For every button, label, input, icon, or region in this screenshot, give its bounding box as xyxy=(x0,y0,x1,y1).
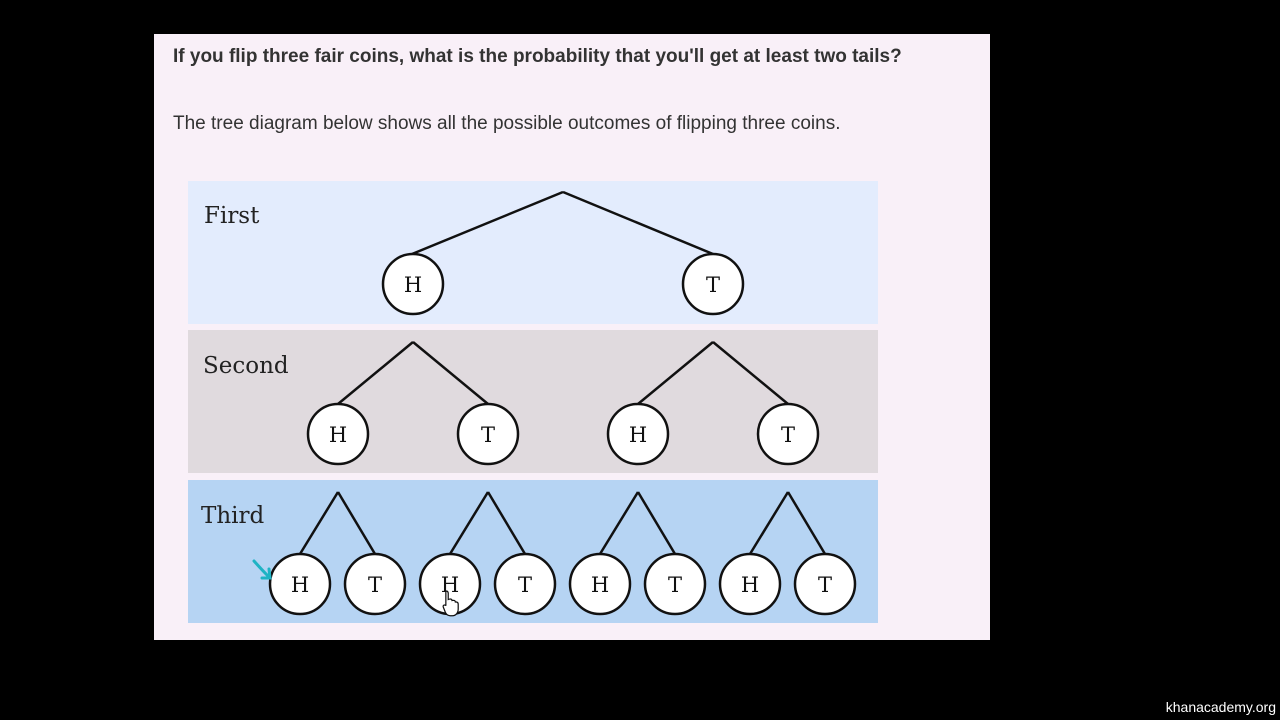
node-second-4: T xyxy=(756,402,820,466)
svg-text:T: T xyxy=(706,273,720,297)
node-third-4: T xyxy=(493,552,557,616)
annotation-arrow-icon xyxy=(252,559,272,580)
svg-text:H: H xyxy=(291,573,309,597)
node-third-6: T xyxy=(643,552,707,616)
svg-text:T: T xyxy=(368,573,382,597)
branches-third xyxy=(298,491,827,555)
node-third-3: H xyxy=(418,552,482,616)
node-third-5: H xyxy=(568,552,632,616)
svg-text:H: H xyxy=(741,573,759,597)
node-first-1: H xyxy=(381,252,445,316)
node-first-2: T xyxy=(681,252,745,316)
svg-text:H: H xyxy=(591,573,609,597)
node-third-7: H xyxy=(718,552,782,616)
node-second-2: T xyxy=(456,402,520,466)
svg-text:T: T xyxy=(481,423,495,447)
svg-text:H: H xyxy=(629,423,647,447)
svg-text:T: T xyxy=(668,573,682,597)
question-text: If you flip three fair coins, what is th… xyxy=(173,46,902,67)
svg-text:T: T xyxy=(818,573,832,597)
node-second-3: H xyxy=(606,402,670,466)
description-text: The tree diagram below shows all the pos… xyxy=(173,113,841,134)
svg-text:T: T xyxy=(518,573,532,597)
band-first xyxy=(188,181,878,324)
branches-second xyxy=(337,341,789,405)
level-label-third: Third xyxy=(201,503,265,529)
hand-cursor-icon xyxy=(442,590,459,617)
node-third-8: T xyxy=(793,552,857,616)
node-third-1: H xyxy=(268,552,332,616)
level-label-second: Second xyxy=(203,353,289,379)
node-third-2: T xyxy=(343,552,407,616)
svg-text:T: T xyxy=(781,423,795,447)
svg-text:H: H xyxy=(441,573,459,597)
level-label-first: First xyxy=(204,203,260,229)
node-second-1: H xyxy=(306,402,370,466)
branches-first xyxy=(411,190,714,256)
watermark-text: khanacademy.org xyxy=(1165,699,1276,715)
svg-text:H: H xyxy=(404,273,422,297)
svg-text:H: H xyxy=(329,423,347,447)
